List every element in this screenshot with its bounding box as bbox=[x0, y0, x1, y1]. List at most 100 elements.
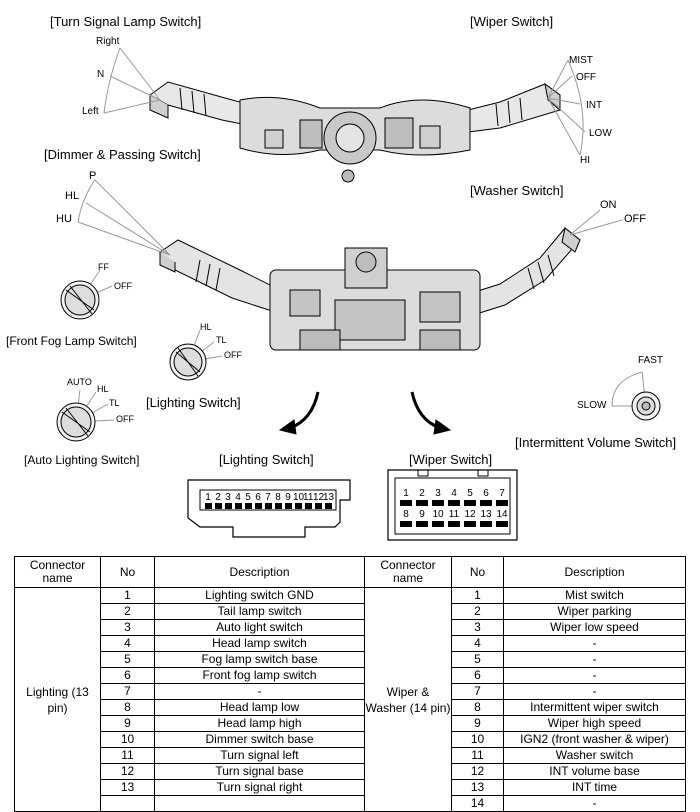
bottom-switch-assembly bbox=[159, 227, 581, 351]
lighting-pin-number: 2 bbox=[215, 492, 221, 503]
pin-no-cell: 2 bbox=[451, 603, 504, 620]
lighting-pin-number: 10 bbox=[293, 492, 305, 503]
pin-description-cell: Turn signal base bbox=[154, 763, 365, 780]
header-connector-name-2: Connector name bbox=[364, 556, 452, 588]
pin-description-cell: Mist switch bbox=[503, 587, 686, 604]
arrows bbox=[289, 391, 441, 430]
pin-description-cell: INT volume base bbox=[503, 763, 686, 780]
wiper-pin-number: 1 bbox=[403, 488, 409, 499]
lighting-pin-blocks bbox=[203, 503, 333, 509]
front-fog-knob bbox=[60, 269, 113, 320]
pin-no-cell: 11 bbox=[451, 747, 504, 764]
pin-no-cell: 2 bbox=[100, 603, 155, 620]
lighting-knob bbox=[169, 329, 223, 381]
wiper-pin bbox=[496, 500, 508, 506]
washer-title: [Washer Switch] bbox=[470, 183, 564, 198]
pin-description-cell: - bbox=[503, 667, 686, 684]
lighting-pin bbox=[304, 503, 312, 509]
lighting-pin bbox=[284, 503, 292, 509]
pin-description-cell: - bbox=[503, 795, 686, 812]
pin-no-cell: 1 bbox=[100, 587, 155, 604]
wiper-pin-number: 14 bbox=[496, 509, 508, 520]
wiper-low-label: LOW bbox=[589, 128, 612, 139]
pin-description-cell: Lighting switch GND bbox=[154, 587, 365, 604]
wiper-pin-number: 4 bbox=[451, 488, 457, 499]
turn-n-label: N bbox=[97, 69, 105, 80]
lighting-pin-number: 4 bbox=[235, 492, 241, 503]
lighting-tl-label: TL bbox=[216, 335, 227, 345]
wiper-off-label: OFF bbox=[576, 72, 596, 83]
wiper-pin bbox=[432, 521, 444, 527]
lighting-hl-label: HL bbox=[200, 322, 212, 332]
wiper-pin bbox=[400, 521, 412, 527]
pin-no-cell: 10 bbox=[100, 731, 155, 748]
turn-right-label: Right bbox=[96, 36, 120, 47]
dimmer-p-label: P bbox=[89, 170, 97, 182]
wiper-hi-label: HI bbox=[580, 155, 590, 166]
wiper-pin bbox=[432, 500, 444, 506]
lighting-pin-number: 5 bbox=[245, 492, 251, 503]
wiper-pin bbox=[416, 500, 428, 506]
wiper-pin-number: 2 bbox=[419, 488, 425, 499]
table-row: 7-7- bbox=[15, 683, 686, 700]
lighting-pin-number: 9 bbox=[285, 492, 291, 503]
lighting-pin-number: 7 bbox=[265, 492, 271, 503]
lighting-pin bbox=[254, 503, 262, 509]
pin-description-cell: Head lamp switch bbox=[154, 635, 365, 652]
pin-description-cell bbox=[154, 795, 365, 812]
turn-left-label: Left bbox=[82, 106, 99, 117]
header-no-2: No bbox=[451, 556, 504, 588]
fog-ff-label: FF bbox=[98, 262, 109, 272]
pin-no-cell: 6 bbox=[451, 667, 504, 684]
pin-description-cell: - bbox=[503, 635, 686, 652]
pin-no-cell: 6 bbox=[100, 667, 155, 684]
auto-hl-label: HL bbox=[97, 384, 109, 394]
pin-description-cell: Fog lamp switch base bbox=[154, 651, 365, 668]
lighting-title: [Lighting Switch] bbox=[146, 395, 241, 410]
pin-no-cell: 8 bbox=[451, 699, 504, 716]
auto-lighting-knob bbox=[56, 389, 115, 442]
pin-no-cell: 3 bbox=[451, 619, 504, 636]
wiper-pin bbox=[448, 521, 460, 527]
volume-fast-label: FAST bbox=[638, 355, 664, 366]
wiper-pin-number: 5 bbox=[467, 488, 473, 499]
wiper-pin bbox=[464, 521, 476, 527]
front-fog-title: [Front Fog Lamp Switch] bbox=[6, 334, 137, 348]
wiper-int-label: INT bbox=[586, 100, 603, 111]
wiper-switch-title: [Wiper Switch] bbox=[470, 14, 554, 29]
pin-description-cell: Head lamp high bbox=[154, 715, 365, 732]
fog-off-label: OFF bbox=[114, 281, 132, 291]
lighting-pin-number: 13 bbox=[323, 492, 335, 503]
wiper-pin bbox=[496, 521, 508, 527]
pin-description-cell: INT time bbox=[503, 779, 686, 796]
pin-description-cell: IGN2 (front washer & wiper) bbox=[503, 731, 686, 748]
pin-description-cell: - bbox=[503, 651, 686, 668]
wiper-pin bbox=[400, 500, 412, 506]
pin-no-cell: 7 bbox=[100, 683, 155, 700]
auto-auto-label: AUTO bbox=[67, 377, 92, 387]
lighting-pin bbox=[204, 503, 212, 509]
wiper-pin-number: 8 bbox=[403, 509, 409, 520]
pin-description-cell: - bbox=[154, 683, 365, 700]
pin-no-cell: 13 bbox=[451, 779, 504, 796]
wiper-pin bbox=[416, 521, 428, 527]
wiper-pin bbox=[480, 521, 492, 527]
lighting-pin bbox=[264, 503, 272, 509]
pin-description-cell: Washer switch bbox=[503, 747, 686, 764]
pin-no-cell: 12 bbox=[100, 763, 155, 780]
header-description: Description bbox=[154, 556, 365, 588]
pin-description-cell: Tail lamp switch bbox=[154, 603, 365, 620]
dimmer-title: [Dimmer & Passing Switch] bbox=[44, 147, 201, 162]
pin-no-cell: 11 bbox=[100, 747, 155, 764]
pin-description-cell: Dimmer switch base bbox=[154, 731, 365, 748]
